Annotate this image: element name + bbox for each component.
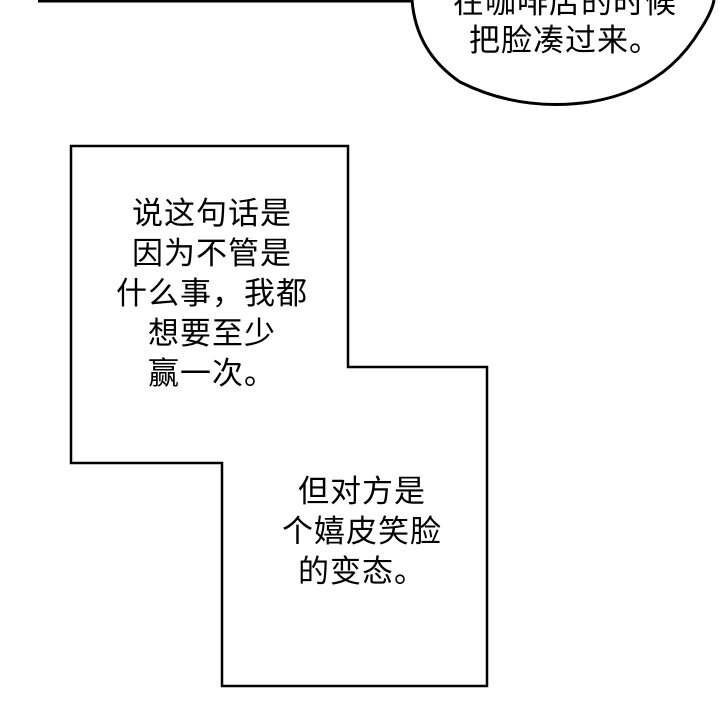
speech-bubble-line-2: 把脸凑过来。 [469, 23, 661, 59]
narration-line-6: 但对方是 [298, 474, 426, 510]
narration-line-4: 想要至少 [148, 316, 276, 352]
speech-bubble-outline [410, 0, 716, 106]
narration-line-3: 什么事，我都 [116, 276, 308, 312]
speech-bubble-line-1: 在咖啡店的时候 [453, 0, 677, 21]
narration-second-block: 但对方是 个嬉皮笑脸 的变态。 [252, 472, 472, 592]
speech-bubble-text: 在咖啡店的时候 把脸凑过来。 [430, 0, 700, 60]
narration-first-block: 说这句话是 因为不管是 什么事，我都 想要至少 赢一次。 [92, 194, 332, 394]
narration-line-5: 赢一次。 [148, 356, 276, 392]
narration-line-1: 说这句话是 [132, 196, 292, 232]
narration-line-7: 个嬉皮笑脸 [282, 514, 442, 550]
narration-line-2: 因为不管是 [132, 236, 292, 272]
narration-box-outline [69, 144, 489, 688]
narration-line-8: 的变态。 [298, 554, 426, 590]
